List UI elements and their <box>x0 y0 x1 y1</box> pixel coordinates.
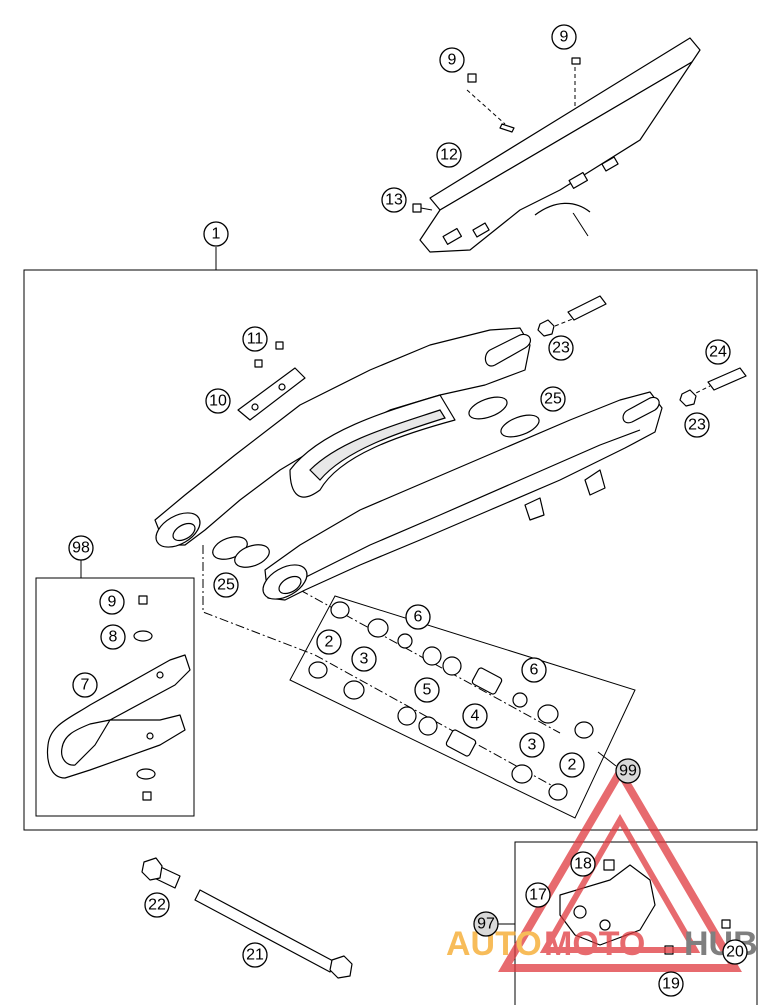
callout-25: 25 <box>213 572 239 598</box>
callout-21: 21 <box>242 942 268 968</box>
watermark-triangle <box>498 764 742 972</box>
svg-text:3: 3 <box>360 651 369 668</box>
svg-text:11: 11 <box>247 331 264 348</box>
svg-text:22: 22 <box>148 897 166 914</box>
callout-9: 9 <box>439 47 465 73</box>
callout-19: 19 <box>658 971 684 997</box>
callout-23: 23 <box>684 412 710 438</box>
svg-text:25: 25 <box>544 391 562 408</box>
svg-text:1: 1 <box>212 226 221 243</box>
svg-text:6: 6 <box>530 662 539 679</box>
swingarm-assembly-frame <box>23 269 758 831</box>
svg-text:8: 8 <box>109 629 118 646</box>
svg-text:23: 23 <box>552 340 570 357</box>
callout-3: 3 <box>519 732 545 758</box>
callout-9: 9 <box>551 24 577 50</box>
svg-text:24: 24 <box>709 344 727 361</box>
callout-6: 6 <box>405 604 431 630</box>
callout-24: 24 <box>705 339 731 365</box>
svg-text:4: 4 <box>471 708 480 725</box>
svg-text:9: 9 <box>448 52 457 69</box>
svg-text:20: 20 <box>726 944 744 961</box>
svg-text:18: 18 <box>574 856 592 873</box>
svg-text:12: 12 <box>440 147 458 164</box>
callout-25: 25 <box>540 386 566 412</box>
svg-text:13: 13 <box>385 192 403 209</box>
callout-2: 2 <box>316 629 342 655</box>
callout-2: 2 <box>559 752 585 778</box>
svg-text:3: 3 <box>528 737 537 754</box>
svg-text:9: 9 <box>108 594 117 611</box>
svg-text:17: 17 <box>529 887 547 904</box>
svg-text:23: 23 <box>688 417 706 434</box>
svg-text:99: 99 <box>619 763 637 780</box>
watermark-inner-triangle <box>539 813 701 953</box>
automotohub-watermark: AUTO MOTO HUB <box>446 764 758 972</box>
svg-text:7: 7 <box>81 677 90 694</box>
callout-10: 10 <box>205 388 231 414</box>
svg-text:97: 97 <box>477 916 495 933</box>
callout-11: 11 <box>242 326 268 352</box>
callout-20: 20 <box>722 939 748 965</box>
callout-9: 9 <box>99 589 125 615</box>
callout-98: 98 <box>68 535 94 561</box>
callout-13: 13 <box>381 187 407 213</box>
guard-screws <box>412 57 581 213</box>
svg-text:2: 2 <box>568 757 577 774</box>
chain-slider-block <box>237 341 306 421</box>
dust-seal-rings <box>212 396 540 568</box>
watermark-word-moto: MOTO <box>544 925 645 963</box>
svg-text:21: 21 <box>246 947 264 964</box>
callout-18: 18 <box>570 851 596 877</box>
svg-text:5: 5 <box>423 682 432 699</box>
pivot-bolt <box>141 857 353 979</box>
chain-guide-kit-frame <box>35 577 195 817</box>
callout-23: 23 <box>548 335 574 361</box>
axle-pins <box>537 295 747 407</box>
callout-8: 8 <box>100 624 126 650</box>
svg-text:98: 98 <box>72 540 90 557</box>
chain-guide <box>46 595 191 801</box>
bearing-kit-parts <box>308 601 594 801</box>
svg-text:25: 25 <box>217 577 235 594</box>
swingarm <box>154 327 663 601</box>
callout-1: 1 <box>203 221 229 247</box>
bearing-kit-frame <box>289 595 636 819</box>
svg-text:6: 6 <box>414 609 423 626</box>
svg-text:2: 2 <box>325 634 334 651</box>
watermark-word-hub: HUB <box>684 925 758 963</box>
callout-6: 6 <box>521 657 547 683</box>
callout-5: 5 <box>414 677 440 703</box>
callout-97: 97 <box>473 911 499 937</box>
svg-text:9: 9 <box>560 29 569 46</box>
callout-12: 12 <box>436 142 462 168</box>
chain-guard <box>419 37 701 253</box>
callout-4: 4 <box>462 703 488 729</box>
callout-3: 3 <box>351 646 377 672</box>
callout-22: 22 <box>144 892 170 918</box>
callout-7: 7 <box>72 672 98 698</box>
callout-17: 17 <box>525 882 551 908</box>
svg-text:19: 19 <box>662 976 680 993</box>
callout-99: 99 <box>615 758 641 784</box>
svg-text:10: 10 <box>209 393 227 410</box>
